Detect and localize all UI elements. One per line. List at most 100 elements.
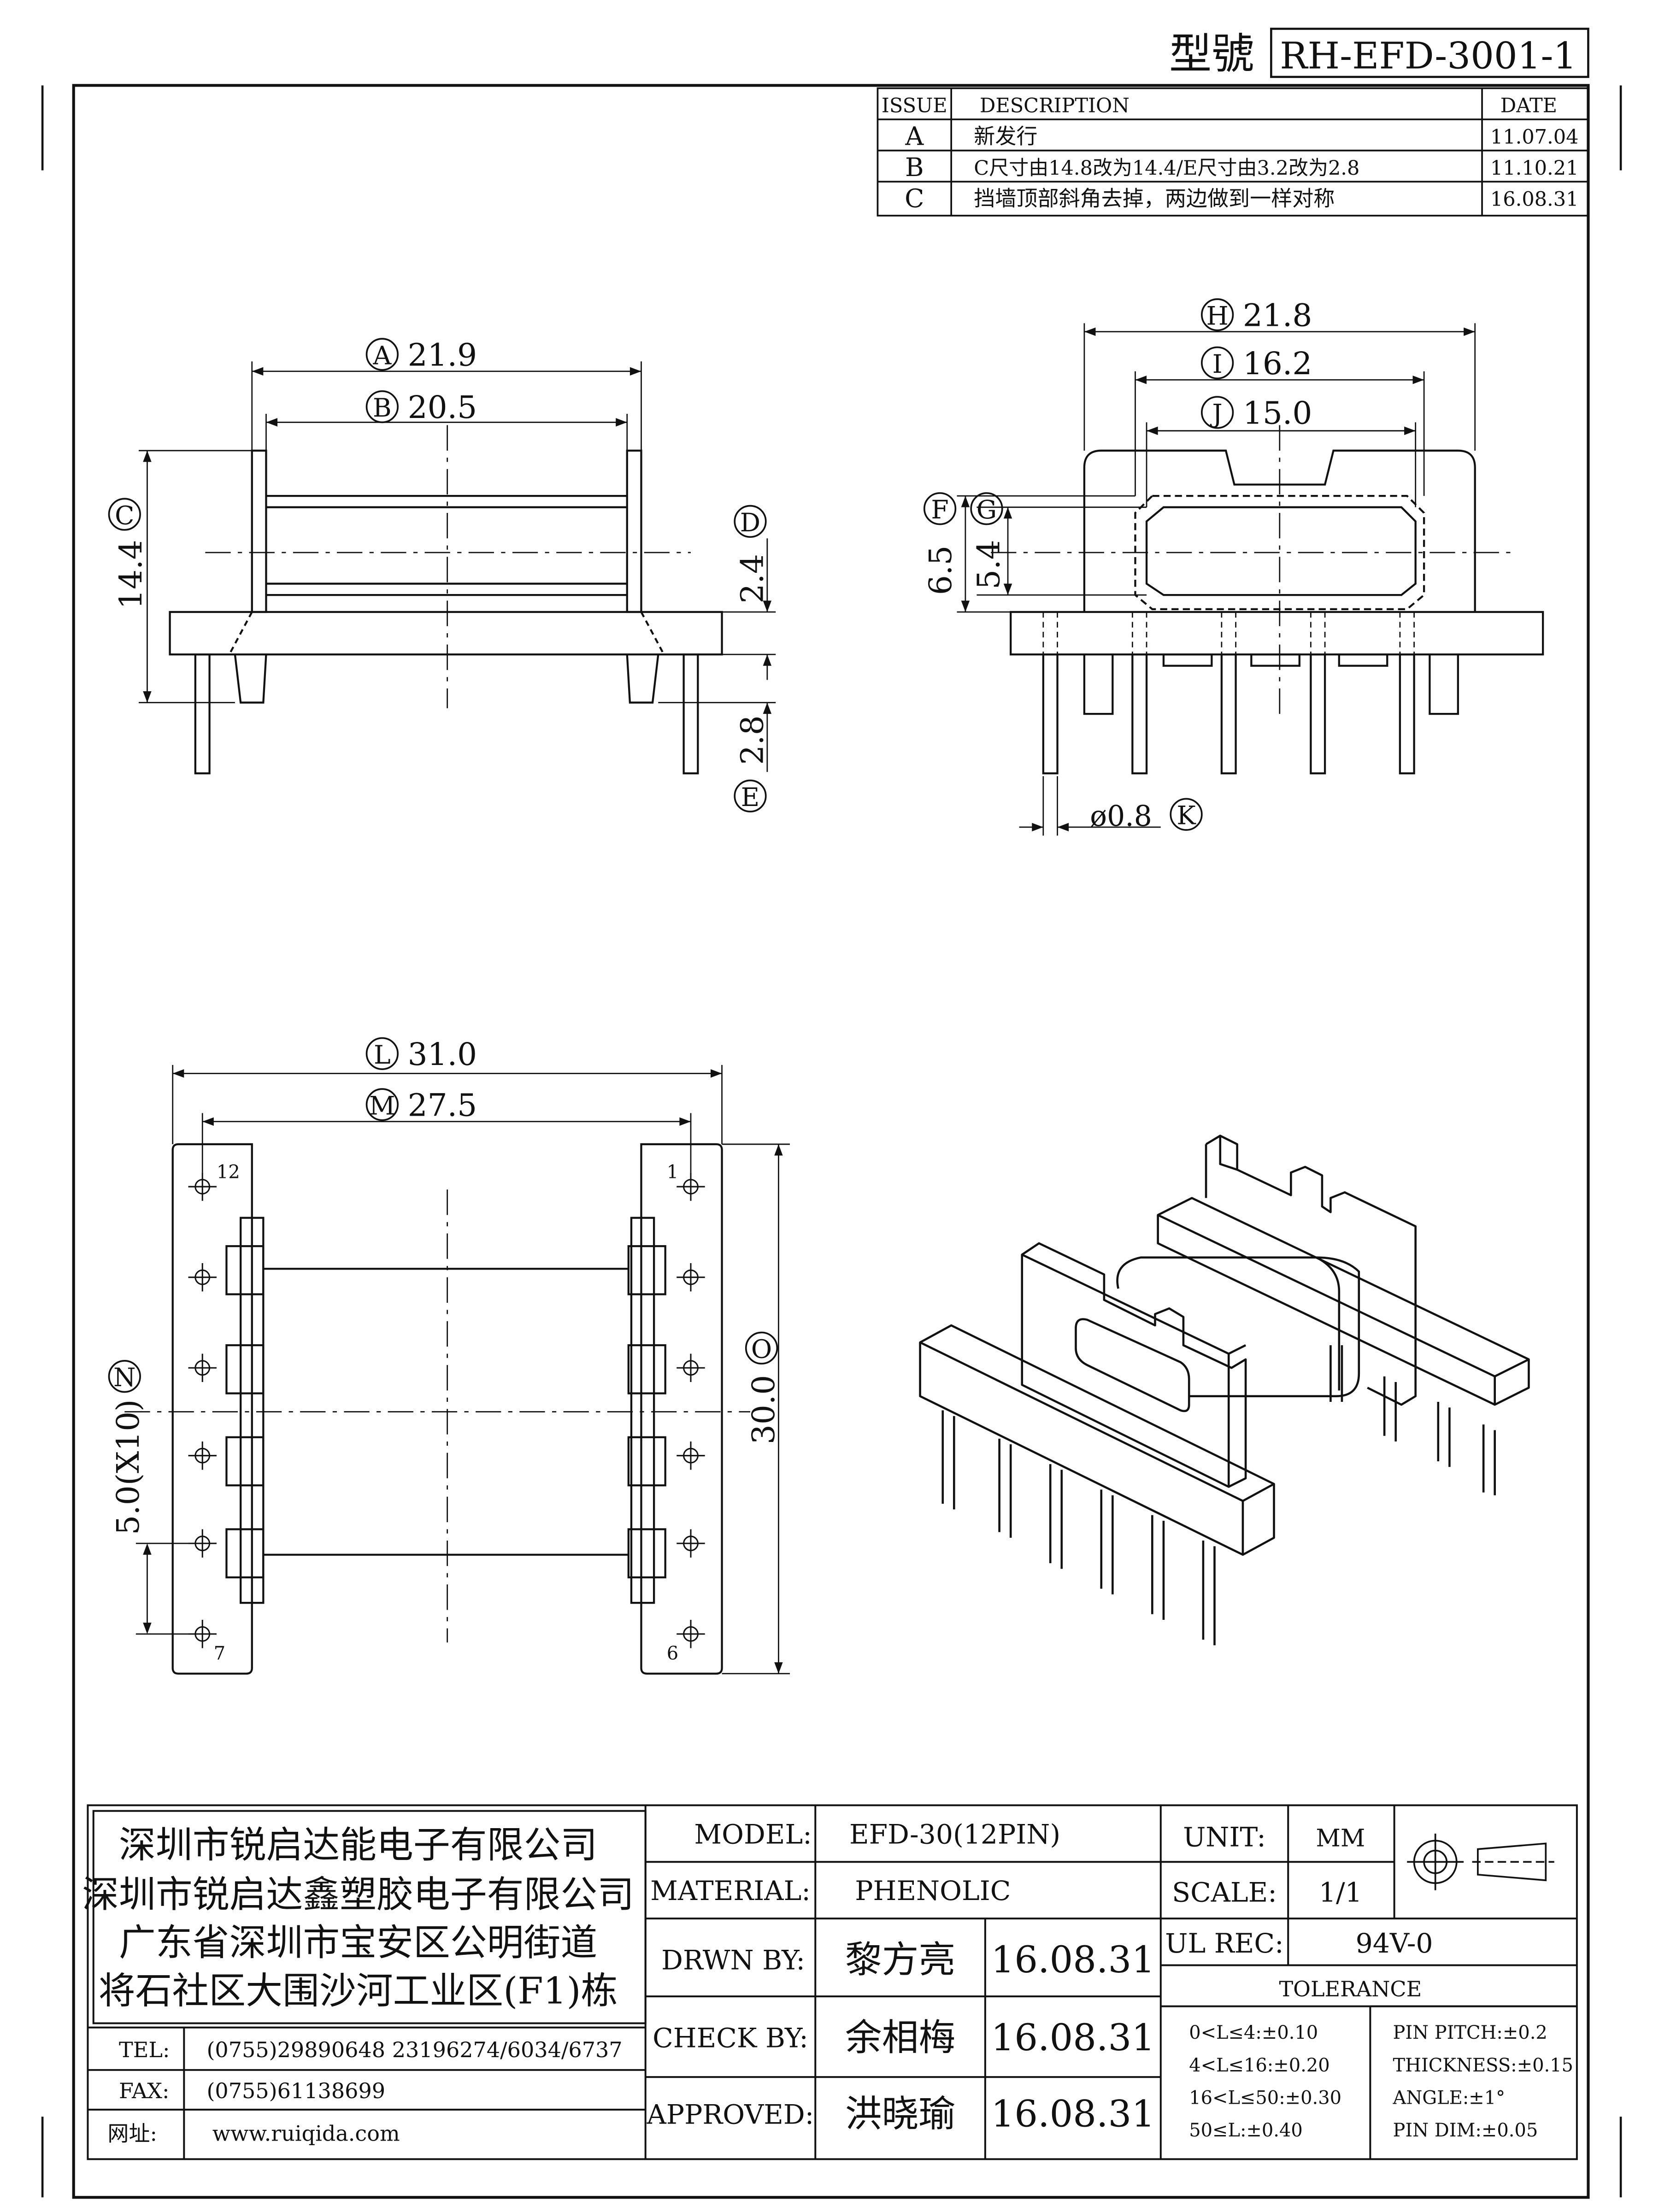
tolerance-heading: TOLERANCE: [1279, 1977, 1422, 2001]
company-line-4: 将石社区大围沙河工业区(F1)栋: [99, 1969, 618, 2012]
dim-C: C 14.4: [108, 498, 149, 609]
tolerance-right-1: PIN PITCH:±0.2: [1393, 2022, 1547, 2043]
fax-value: (0755)61138699: [206, 2078, 385, 2103]
pin-label-6: 6: [667, 1643, 678, 1664]
projection-symbol-icon: [1407, 1833, 1554, 1890]
rev-header-date: DATE: [1500, 94, 1557, 118]
dim-O-letter: O: [751, 1335, 772, 1365]
tolerance-right-4: PIN DIM:±0.05: [1393, 2120, 1538, 2141]
dim-J: J 15.0: [1201, 394, 1312, 431]
dim-N-value: 5.0(X10): [110, 1399, 146, 1535]
dim-L-value: 31.0: [408, 1036, 477, 1072]
revision-table: ISSUE DESCRIPTION DATE A 新发行 11.07.04 B …: [877, 87, 1589, 217]
model-number: RH-EFD-3001-1: [1280, 34, 1577, 77]
dim-C-letter: C: [115, 501, 134, 531]
rev-row-issue: C: [905, 184, 924, 213]
dim-H-value: 21.8: [1243, 297, 1312, 334]
dim-A-letter: A: [372, 341, 392, 371]
company-line-1: 深圳市锐启达能电子有限公司: [119, 1824, 597, 1866]
bottom-view: [124, 1143, 750, 1675]
approved-by: 洪晓瑜: [845, 2093, 956, 2136]
tolerance-right-2: THICKNESS:±0.15: [1393, 2055, 1573, 2076]
dim-B-letter: B: [373, 394, 392, 423]
dim-E: E 2.8: [734, 715, 771, 812]
rev-row-date: 11.07.04: [1490, 125, 1578, 148]
front-view: [169, 425, 723, 775]
rev-row-date: 11.10.21: [1490, 157, 1578, 180]
tolerance-left-3: 16<L≤50:±0.30: [1189, 2088, 1341, 2109]
drawn-by: 黎方亮: [845, 1938, 956, 1981]
isometric-view: [919, 1135, 1530, 1646]
unit-value: MM: [1316, 1824, 1365, 1852]
web-label: 网址:: [107, 2121, 157, 2146]
dim-G-value: 5.4: [971, 540, 1007, 589]
tolerance-left-1: 0<L≤4:±0.10: [1189, 2022, 1318, 2043]
dim-G: G 5.4: [970, 492, 1007, 589]
material-value: PHENOLIC: [855, 1875, 1011, 1906]
dim-F-value: 6.5: [922, 546, 959, 595]
dim-D-value: 2.4: [734, 554, 771, 603]
unit-label: UNIT:: [1183, 1821, 1266, 1853]
side-view: [991, 425, 1544, 775]
dim-J-value: 15.0: [1243, 394, 1312, 431]
dim-H-letter: H: [1206, 301, 1229, 331]
dim-O: O 30.0: [745, 1331, 782, 1444]
model-number-label: 型號: [1169, 29, 1254, 78]
dim-B: B 20.5: [365, 389, 477, 425]
dim-A: A 21.9: [365, 337, 477, 373]
rev-row-description: 新发行: [974, 124, 1037, 148]
dim-A-value: 21.9: [408, 337, 477, 373]
bottom-view-dimensions: [135, 1065, 790, 1675]
ul-value: 94V-0: [1356, 1928, 1433, 1959]
dim-E-letter: E: [741, 783, 759, 812]
drawn-date: 16.08.31: [991, 1938, 1155, 1981]
rev-row-issue: B: [905, 153, 924, 182]
dim-M-value: 27.5: [408, 1087, 477, 1124]
dim-D: D 2.4: [734, 505, 771, 604]
dim-F-letter: F: [931, 495, 948, 525]
dim-J-letter: J: [1210, 399, 1223, 429]
fax-label: FAX:: [119, 2078, 170, 2103]
dim-D-letter: D: [740, 508, 760, 538]
dim-M-letter: M: [369, 1091, 395, 1121]
title-block: [87, 1804, 1578, 2160]
tel-value: (0755)29890648 23196274/6034/6737: [206, 2037, 622, 2062]
approved-date: 16.08.31: [991, 2093, 1155, 2136]
pin-holes: [188, 1172, 705, 1648]
tolerance-right-3: ANGLE:±1°: [1393, 2088, 1506, 2109]
dim-H: H 21.8: [1201, 297, 1312, 334]
model-label: MODEL:: [694, 1818, 812, 1850]
company-line-3: 广东省深圳市宝安区公明街道: [119, 1921, 597, 1964]
dim-O-value: 30.0: [745, 1375, 782, 1444]
check-date: 16.08.31: [991, 2016, 1155, 2059]
tolerance-left-2: 4<L≤16:±0.20: [1189, 2055, 1330, 2076]
check-by: 余相梅: [845, 2016, 956, 2059]
drawn-label: DRWN BY:: [661, 1945, 805, 1976]
dim-L-letter: L: [374, 1041, 391, 1070]
pin-label-1: 1: [667, 1162, 678, 1183]
dim-C-value: 14.4: [112, 540, 149, 609]
web-value: www.ruiqida.com: [212, 2121, 400, 2146]
front-view-dimensions: [139, 361, 776, 772]
rev-header-issue: ISSUE: [882, 94, 947, 118]
dim-K-value: ø0.8: [1090, 800, 1152, 833]
dim-K: ø0.8 K: [1090, 798, 1203, 833]
rev-row-issue: A: [905, 122, 924, 151]
scale-label: SCALE:: [1172, 1877, 1277, 1908]
model-value: EFD-30(12PIN): [849, 1818, 1060, 1850]
dim-M: M 27.5: [365, 1087, 477, 1124]
dim-E-value: 2.8: [734, 715, 771, 765]
company-line-2: 深圳市锐启达鑫塑胶电子有限公司: [82, 1873, 634, 1916]
dim-N-letter: N: [113, 1363, 135, 1393]
dim-G-letter: G: [977, 495, 997, 525]
dim-I: I 16.2: [1201, 345, 1312, 382]
check-label: CHECK BY:: [653, 2023, 808, 2054]
ul-label: UL REC:: [1165, 1928, 1283, 1959]
dim-L: L 31.0: [365, 1036, 477, 1072]
scale-value: 1/1: [1319, 1877, 1362, 1908]
side-view-dimensions: [957, 323, 1476, 836]
rev-header-description: DESCRIPTION: [980, 94, 1130, 118]
rev-row-date: 16.08.31: [1490, 188, 1578, 211]
sheet-border: [41, 84, 1622, 2199]
